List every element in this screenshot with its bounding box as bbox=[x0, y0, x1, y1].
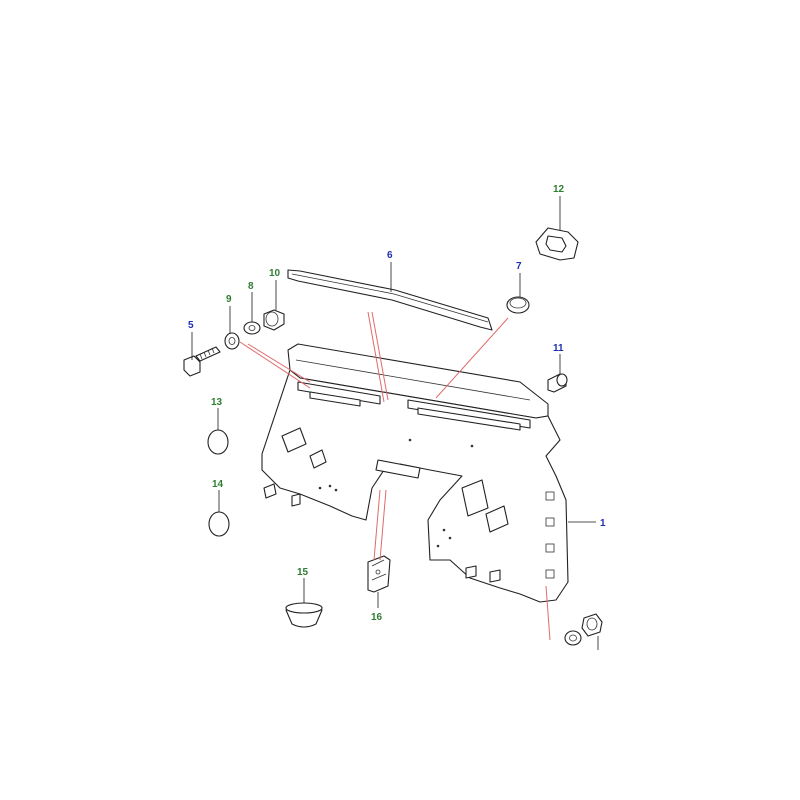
part-9-spacer bbox=[224, 332, 240, 350]
callout-11: 11 bbox=[553, 343, 564, 354]
lower-nut bbox=[581, 613, 603, 637]
callout-5: 5 bbox=[188, 320, 194, 331]
part-13-blanking-plug bbox=[207, 429, 229, 455]
part-10-nut bbox=[263, 309, 285, 331]
part-1-dash-panel bbox=[261, 343, 569, 603]
part-12-square-grommet bbox=[535, 227, 579, 261]
part-8-washer bbox=[243, 321, 261, 335]
callout-12: 12 bbox=[553, 184, 565, 195]
leader-lines-red bbox=[239, 311, 551, 641]
part-15-grommet bbox=[285, 602, 323, 628]
callout-9: 9 bbox=[226, 294, 232, 305]
callout-16: 16 bbox=[371, 612, 383, 623]
callout-8: 8 bbox=[248, 281, 254, 292]
part-16-bracket bbox=[367, 555, 391, 593]
part-5-bolt bbox=[183, 346, 221, 377]
callout-labels: 1 5 6 7 8 9 10 11 12 13 14 15 16 bbox=[188, 184, 606, 623]
callout-14: 14 bbox=[212, 479, 224, 490]
part-7-plug bbox=[506, 296, 530, 314]
callout-6: 6 bbox=[387, 250, 393, 261]
leader-lines-black bbox=[191, 196, 599, 650]
callout-10: 10 bbox=[269, 268, 281, 279]
callout-1: 1 bbox=[600, 518, 606, 529]
callout-15: 15 bbox=[297, 567, 309, 578]
part-14-blanking-plug bbox=[208, 511, 230, 537]
callout-7: 7 bbox=[516, 261, 522, 272]
part-6-finisher-strip bbox=[287, 269, 493, 331]
lower-washer bbox=[564, 630, 582, 646]
callout-13: 13 bbox=[211, 397, 223, 408]
part-11-bush bbox=[547, 373, 568, 393]
